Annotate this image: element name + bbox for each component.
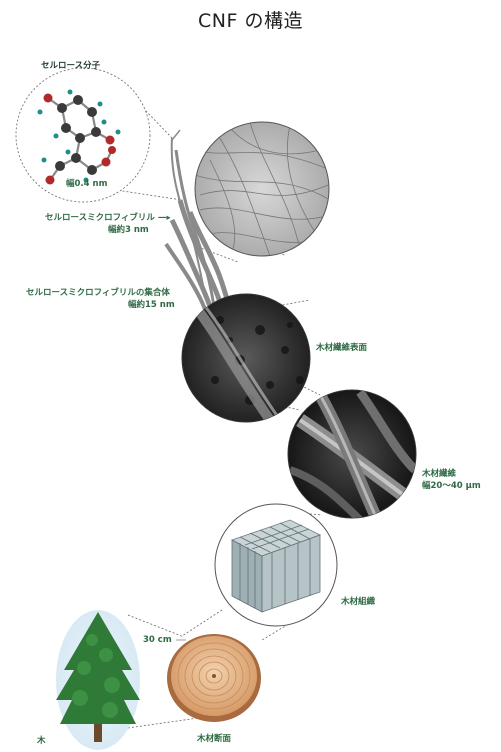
- label-width-molecule: 幅0.4 nm: [66, 178, 107, 190]
- label-wood-cross-section: 木材断面: [197, 733, 231, 745]
- wood-cross-section-image: [167, 634, 261, 722]
- label-cellulose-molecule: セルロース分子: [41, 60, 100, 72]
- label-width-bundle: 幅約15 nm: [128, 299, 175, 311]
- label-microfibril-bundle: セルロースミクロフィブリルの集合体: [26, 287, 170, 299]
- tree-image: [56, 610, 140, 750]
- microfibril-tem-image: [195, 122, 330, 256]
- label-microfibril: セルロースミクロフィブリル —▸: [45, 212, 171, 224]
- wood-tissue-image: [215, 504, 337, 626]
- label-30cm: 30 cm: [143, 634, 172, 646]
- wood-fiber-sem-image: [288, 390, 416, 520]
- label-width-microfibril: 幅約3 nm: [108, 224, 149, 236]
- label-microfibril-text: セルロースミクロフィブリル: [45, 213, 155, 223]
- label-wood-fiber: 木材繊維: [422, 468, 456, 480]
- label-width-fiber: 幅20～40 µm: [422, 480, 481, 492]
- label-tree: 木: [37, 735, 46, 747]
- wood-fiber-surface-sem-image: [182, 294, 310, 422]
- label-wood-fiber-surface: 木材繊維表面: [316, 342, 367, 354]
- label-wood-tissue: 木材組織: [341, 596, 375, 608]
